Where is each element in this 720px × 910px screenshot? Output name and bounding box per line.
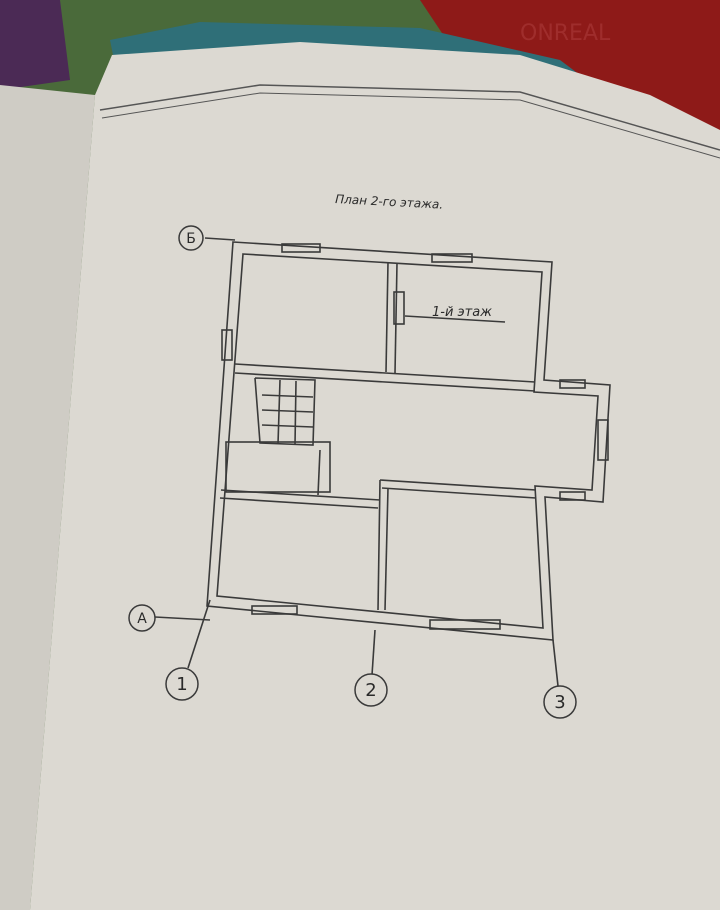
- axis-marker-2: [354, 673, 388, 707]
- left-page: [0, 85, 95, 910]
- axis-marker-1: [165, 667, 199, 701]
- outer-wall: [206, 241, 611, 641]
- axis-label-b: Б: [186, 231, 196, 247]
- axis-marker-3: [543, 685, 577, 719]
- axis-marker-a: [128, 604, 156, 632]
- floor-plan: [154, 237, 611, 687]
- axis-markers: [128, 225, 577, 719]
- document-page: [30, 42, 720, 910]
- watermark: ONREAL: [520, 21, 611, 46]
- plan-title: План 2-го этажа.: [335, 192, 444, 212]
- axis-label-1: 1: [176, 674, 187, 695]
- axis-marker-b: [178, 225, 204, 251]
- axis-label-3: 3: [554, 692, 565, 713]
- axis-label-2: 2: [365, 680, 376, 701]
- purple-surface: [0, 0, 70, 90]
- floor-note: 1-й этаж: [432, 305, 492, 320]
- inner-wall: [216, 253, 599, 629]
- axis-label-a: А: [137, 611, 147, 627]
